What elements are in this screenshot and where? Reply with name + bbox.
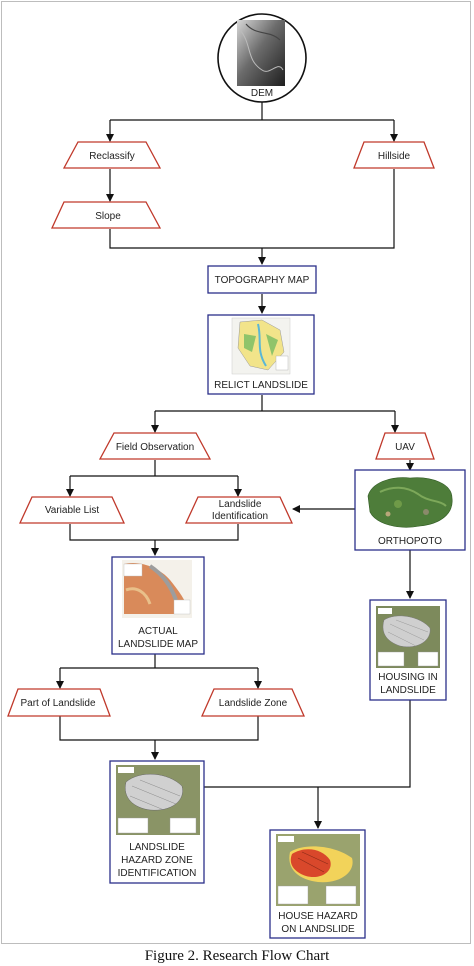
connector-field-split <box>70 460 238 477</box>
house-hazard-label-1: HOUSE HAZARD <box>278 911 357 922</box>
variable-list-node: Variable List <box>18 496 126 524</box>
relict-landslide-node: RELICT LANDSLIDE <box>207 314 315 395</box>
field-observation-label: Field Observation <box>116 442 194 453</box>
relict-landslide-map-thumbnail <box>231 317 291 375</box>
connector-merge-hazard <box>59 716 259 741</box>
dem-thumbnail <box>237 20 285 86</box>
actual-landslide-map-thumbnail <box>122 560 192 618</box>
frame-border <box>1 1 471 944</box>
slope-node: Slope <box>50 201 162 229</box>
dem-label: DEM <box>251 88 273 99</box>
landslide-identification-label-2: Identification <box>212 511 268 522</box>
actual-landslide-map-label-2: LANDSLIDE MAP <box>118 639 198 650</box>
housing-in-landslide-node: HOUSING IN LANDSLIDE <box>369 599 447 701</box>
relict-landslide-label: RELICT LANDSLIDE <box>214 380 308 391</box>
landslide-identification-node: Landslide Identification <box>184 496 294 524</box>
house-hazard-label-2: ON LANDSLIDE <box>281 924 355 935</box>
house-hazard-map-thumbnail <box>276 834 360 906</box>
variable-list-label: Variable List <box>45 505 100 516</box>
connector-merge-actual <box>69 524 239 541</box>
landslide-zone-label: Landslide Zone <box>219 698 288 709</box>
hazard-zone-label-2: HAZARD ZONE <box>121 855 193 866</box>
landslide-hazard-zone-node: LANDSLIDE HAZARD ZONE IDENTIFICATION <box>109 760 205 884</box>
actual-landslide-map-node: ACTUAL LANDSLIDE MAP <box>111 556 205 655</box>
connector-merge-topography <box>109 169 395 249</box>
landslide-zone-node: Landslide Zone <box>200 688 306 717</box>
connector-relict-split <box>155 395 395 412</box>
hazard-zone-label-1: LANDSLIDE <box>129 842 185 853</box>
housing-in-landslide-label-1: HOUSING IN <box>378 672 437 683</box>
orthopoto-label: ORTHOPOTO <box>378 536 442 547</box>
topography-map-label: TOPOGRAPHY MAP <box>215 275 310 286</box>
actual-landslide-map-label-1: ACTUAL <box>138 626 178 637</box>
connector-housing-down <box>318 700 411 788</box>
landslide-identification-label-1: Landslide <box>219 499 262 510</box>
uav-label: UAV <box>395 442 415 453</box>
uav-node: UAV <box>375 432 435 460</box>
figure-caption: Figure 2. Research Flow Chart <box>144 948 330 964</box>
dem-node: DEM <box>217 13 307 103</box>
connector-actual-split <box>60 654 258 669</box>
reclassify-label: Reclassify <box>89 151 135 162</box>
connectors <box>56 102 414 829</box>
hazard-zone-map-thumbnail <box>116 765 200 835</box>
hillside-node: Hillside <box>353 141 435 169</box>
reclassify-node: Reclassify <box>62 141 162 169</box>
part-of-landslide-node: Part of Landslide <box>7 688 111 717</box>
flowchart-frame: DEM Reclassify Hillside Slope Field Obse… <box>1 1 471 944</box>
field-observation-node: Field Observation <box>98 432 212 460</box>
housing-in-landslide-label-2: LANDSLIDE <box>380 685 436 696</box>
housing-map-thumbnail <box>376 606 440 668</box>
connector-dem-split <box>110 102 394 121</box>
hazard-zone-label-3: IDENTIFICATION <box>118 868 197 879</box>
orthopoto-node: ORTHOPOTO <box>354 469 466 551</box>
slope-label: Slope <box>95 211 121 222</box>
topography-map-node: TOPOGRAPHY MAP <box>207 265 317 294</box>
flowchart-canvas: DEM Reclassify Hillside Slope Field Obse… <box>7 13 466 939</box>
part-of-landslide-label: Part of Landslide <box>20 698 95 709</box>
hillside-label: Hillside <box>378 151 411 162</box>
orthopoto-thumbnail <box>367 477 453 528</box>
house-hazard-node: HOUSE HAZARD ON LANDSLIDE <box>269 829 366 939</box>
